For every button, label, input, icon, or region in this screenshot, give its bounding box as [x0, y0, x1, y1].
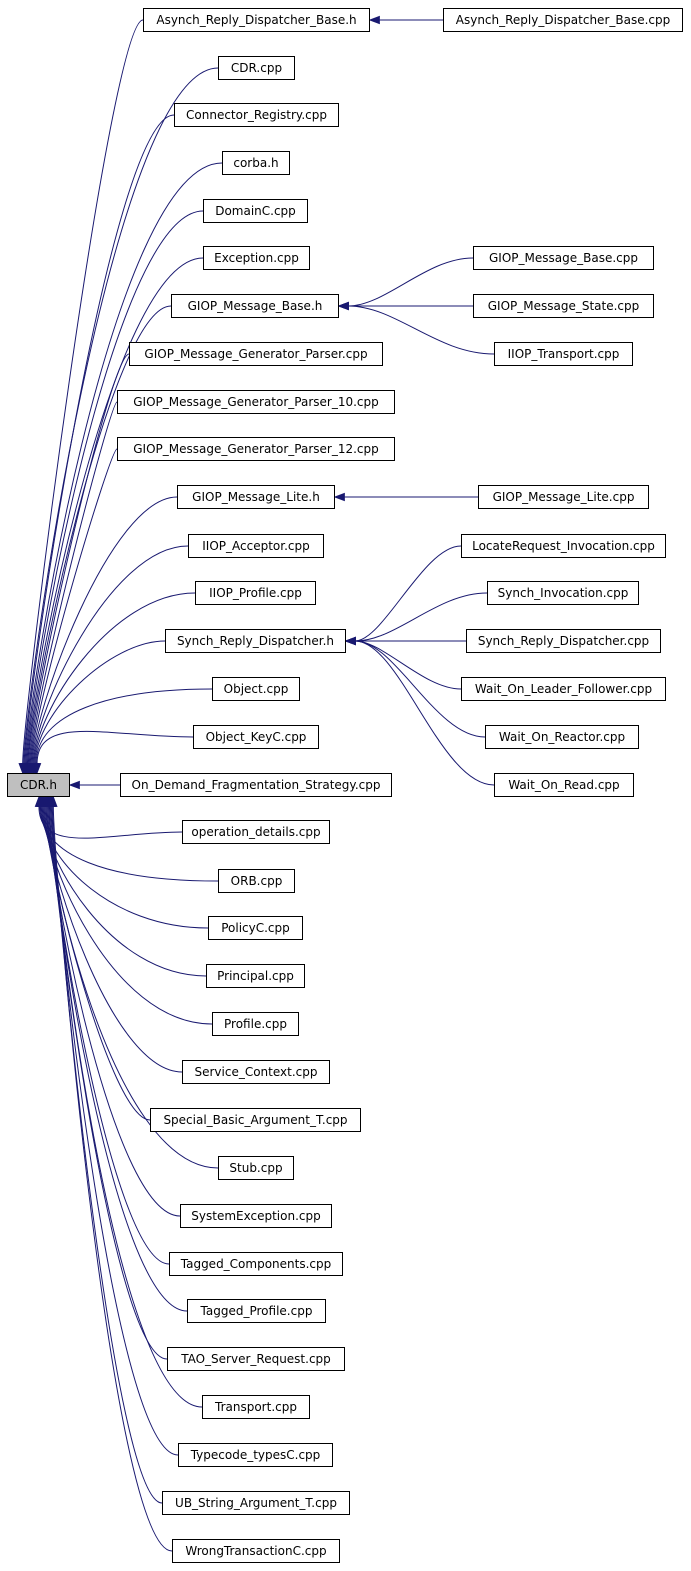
node-connector-registry-cpp[interactable]: Connector_Registry.cpp — [174, 103, 339, 127]
node-wrongtransactionc-cpp[interactable]: WrongTransactionC.cpp — [172, 1539, 340, 1563]
node-giop-message-lite-h[interactable]: GIOP_Message_Lite.h — [177, 485, 335, 509]
edge-n26-to-root — [46, 805, 181, 1217]
edge-g11-arrowhead — [344, 636, 356, 646]
node-giop-message-generator-parser-10-cpp[interactable]: GIOP_Message_Generator_Parser_10.cpp — [117, 390, 395, 414]
node-wait-on-reactor-cpp[interactable]: Wait_On_Reactor.cpp — [485, 725, 639, 749]
node-cdr-cpp[interactable]: CDR.cpp — [218, 56, 295, 80]
edge-n1-to-root — [22, 19, 144, 765]
root-node-cdr-h[interactable]: CDR.h — [7, 773, 70, 797]
edge-n3-to-root — [24, 114, 175, 765]
edge-n33-arrowhead — [49, 795, 58, 807]
node-stub-cpp[interactable]: Stub.cpp — [218, 1156, 294, 1180]
node-tagged-components-cpp[interactable]: Tagged_Components.cpp — [169, 1252, 343, 1276]
node-operation-details-cpp[interactable]: operation_details.cpp — [182, 820, 330, 844]
edge-n29-to-root — [48, 805, 168, 1360]
node-giop-message-generator-parser-cpp[interactable]: GIOP_Message_Generator_Parser.cpp — [129, 342, 383, 366]
node-giop-message-state-cpp[interactable]: GIOP_Message_State.cpp — [473, 294, 654, 318]
edge-n27-to-root — [47, 805, 170, 1265]
node-locaterequest-invocation-cpp[interactable]: LocateRequest_Invocation.cpp — [461, 534, 666, 558]
node-giop-message-lite-cpp[interactable]: GIOP_Message_Lite.cpp — [478, 485, 649, 509]
edge-n28-to-root — [48, 805, 188, 1312]
edge-g2-to-n7 — [347, 257, 474, 307]
edge-n4-to-root — [25, 162, 223, 765]
node-synch-reply-dispatcher-cpp[interactable]: Synch_Reply_Dispatcher.cpp — [466, 629, 661, 653]
edge-n2-to-root — [23, 67, 219, 765]
edge-n17-arrowhead — [68, 780, 80, 790]
edge-n16-arrowhead — [32, 763, 42, 775]
edge-n7-to-root — [27, 305, 172, 765]
edge-n30-to-root — [49, 805, 203, 1408]
node-asynch-reply-dispatcher-base-h[interactable]: Asynch_Reply_Dispatcher_Base.h — [143, 8, 370, 32]
node-principal-cpp[interactable]: Principal.cpp — [206, 964, 305, 988]
node-giop-message-base-h[interactable]: GIOP_Message_Base.h — [171, 294, 339, 318]
edge-n12-to-root — [32, 545, 189, 765]
edge-n8-to-root — [28, 353, 130, 765]
edge-g4-to-n7 — [347, 305, 495, 355]
node-typecode-typesc-cpp[interactable]: Typecode_typesC.cpp — [178, 1443, 333, 1467]
edge-n18-to-root — [38, 805, 183, 839]
edge-g4-arrowhead — [337, 301, 349, 311]
edge-n15-to-root — [35, 688, 213, 765]
node-synch-reply-dispatcher-h[interactable]: Synch_Reply_Dispatcher.h — [165, 629, 346, 653]
node-service-context-cpp[interactable]: Service_Context.cpp — [182, 1060, 330, 1084]
node-object-keyc-cpp[interactable]: Object_KeyC.cpp — [193, 725, 319, 749]
node-iiop-transport-cpp[interactable]: IIOP_Transport.cpp — [494, 342, 633, 366]
edge-n11-to-root — [31, 496, 178, 765]
node-iiop-profile-cpp[interactable]: IIOP_Profile.cpp — [195, 581, 316, 605]
node-orb-cpp[interactable]: ORB.cpp — [218, 869, 295, 893]
edge-n16-to-root — [36, 730, 194, 765]
node-tao-server-request-cpp[interactable]: TAO_Server_Request.cpp — [167, 1347, 345, 1371]
node-giop-message-base-cpp[interactable]: GIOP_Message_Base.cpp — [473, 246, 654, 270]
node-profile-cpp[interactable]: Profile.cpp — [212, 1012, 299, 1036]
node-giop-message-generator-parser-12-cpp[interactable]: GIOP_Message_Generator_Parser_12.cpp — [117, 437, 395, 461]
edge-g5-arrowhead — [333, 492, 345, 502]
edge-g6-to-n14 — [354, 545, 462, 642]
node-transport-cpp[interactable]: Transport.cpp — [202, 1395, 310, 1419]
edge-n14-to-root — [34, 640, 166, 765]
edge-n31-to-root — [50, 805, 179, 1456]
edge-g10-to-n14 — [354, 640, 486, 738]
node-object-cpp[interactable]: Object.cpp — [212, 677, 300, 701]
node-special-basic-argument-t-cpp[interactable]: Special_Basic_Argument_T.cpp — [150, 1108, 361, 1132]
node-ub-string-argument-t-cpp[interactable]: UB_String_Argument_T.cpp — [162, 1491, 350, 1515]
edge-n5-to-root — [26, 210, 204, 765]
node-exception-cpp[interactable]: Exception.cpp — [203, 246, 310, 270]
node-on-demand-fragmentation-strategy-cpp[interactable]: On_Demand_Fragmentation_Strategy.cpp — [120, 773, 392, 797]
edge-g9-to-n14 — [354, 640, 462, 690]
node-tagged-profile-cpp[interactable]: Tagged_Profile.cpp — [187, 1299, 326, 1323]
edge-n10-to-root — [30, 448, 118, 765]
edge-n6-to-root — [26, 257, 204, 765]
node-corba-h[interactable]: corba.h — [222, 151, 290, 175]
edge-n32-to-root — [51, 805, 163, 1504]
edge-g11-to-n14 — [354, 640, 495, 786]
edge-n24-to-root — [44, 805, 151, 1121]
node-wait-on-read-cpp[interactable]: Wait_On_Read.cpp — [494, 773, 634, 797]
node-domainc-cpp[interactable]: DomainC.cpp — [203, 199, 308, 223]
node-policyc-cpp[interactable]: PolicyC.cpp — [208, 916, 303, 940]
edge-g7-to-n14 — [354, 592, 488, 642]
edge-n9-to-root — [29, 401, 118, 765]
node-systemexception-cpp[interactable]: SystemException.cpp — [180, 1204, 332, 1228]
node-synch-invocation-cpp[interactable]: Synch_Invocation.cpp — [487, 581, 639, 605]
node-iiop-acceptor-cpp[interactable]: IIOP_Acceptor.cpp — [188, 534, 324, 558]
edge-g1-arrowhead — [368, 15, 380, 25]
node-asynch-reply-dispatcher-base-cpp[interactable]: Asynch_Reply_Dispatcher_Base.cpp — [443, 8, 683, 32]
node-wait-on-leader-follower-cpp[interactable]: Wait_On_Leader_Follower.cpp — [461, 677, 666, 701]
edge-n33-to-root — [52, 805, 173, 1552]
edge-n13-to-root — [33, 592, 196, 765]
